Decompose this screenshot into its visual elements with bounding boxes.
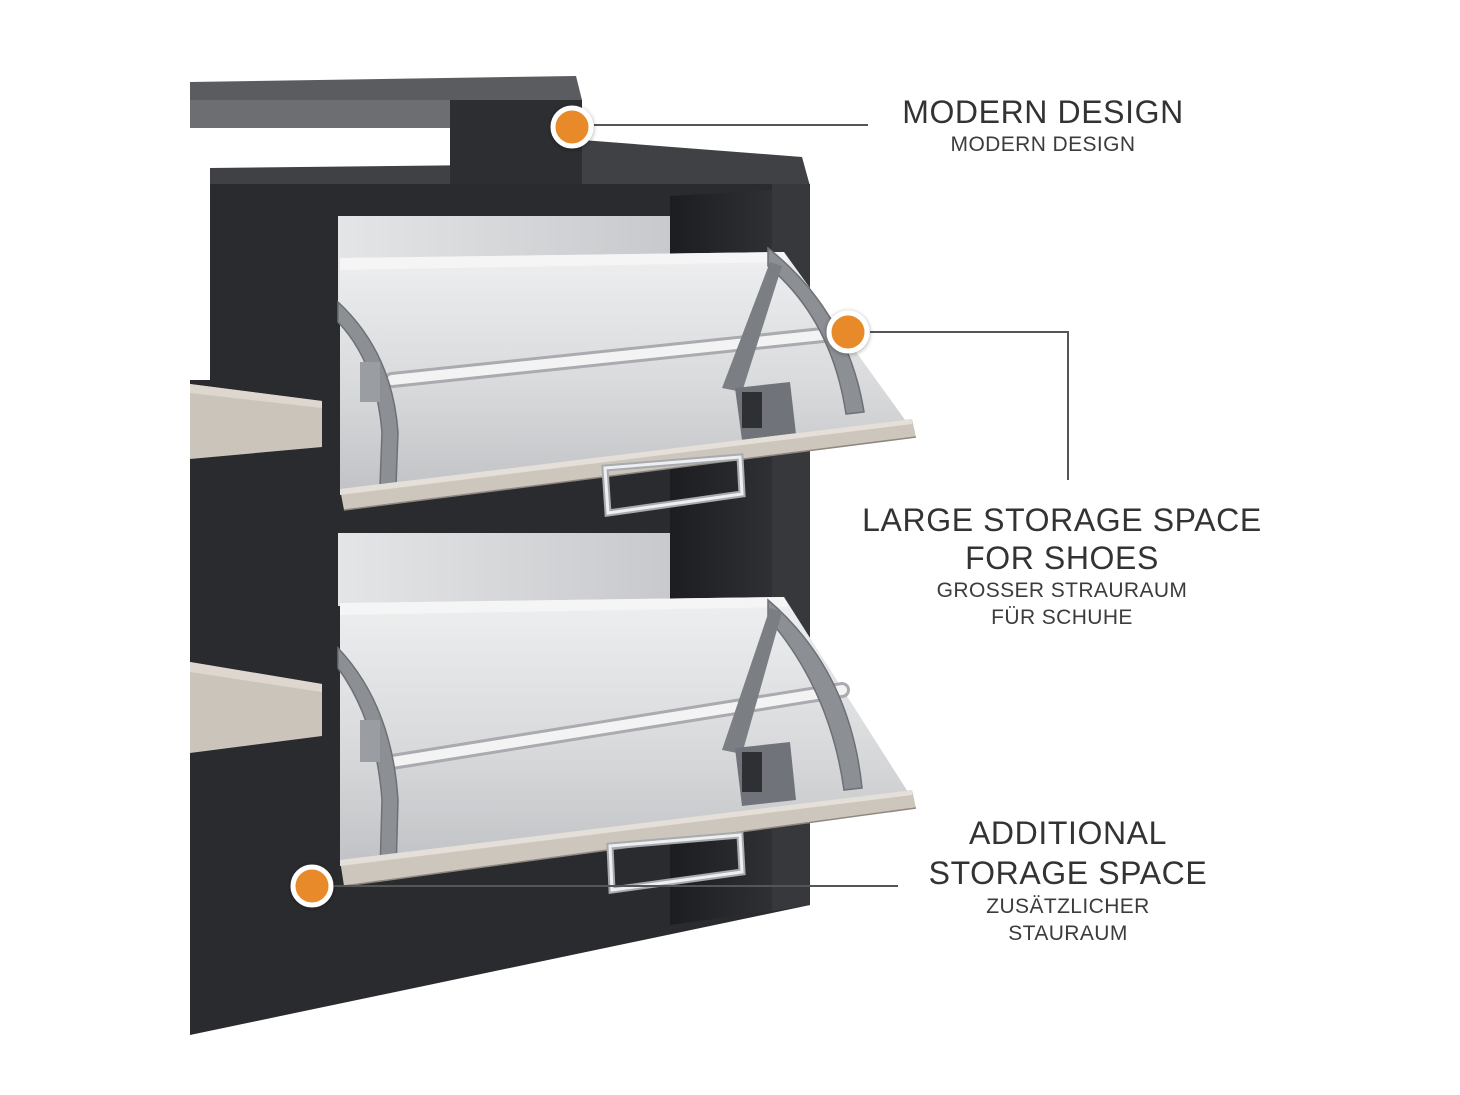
drawer-lower-hinge-cutout	[742, 752, 762, 792]
drawer-upper-right-bracket	[767, 246, 865, 415]
drawer-upper-rail	[387, 328, 847, 385]
drawer-lower-hinge-arm	[722, 608, 782, 754]
callout-additional-storage: ADDITIONAL STORAGE SPACE ZUSÄTZLICHER ST…	[828, 813, 1308, 947]
cabinet-top-surface	[210, 140, 810, 186]
drawer-upper-lip-highlight	[340, 419, 912, 495]
drawer-upper-left-plate	[360, 362, 380, 402]
drawer-upper-lip-shadow	[343, 436, 917, 511]
callout-title: FOR SHOES	[965, 540, 1159, 576]
side-shelves	[190, 384, 322, 753]
side-shelf-lower-highlight	[190, 662, 322, 692]
callout-title: MODERN DESIGN	[902, 94, 1184, 130]
callout-subtitle: ZUSÄTZLICHER	[986, 895, 1150, 918]
drawer-upper-hinge-arm	[722, 262, 782, 392]
drawer-lower-rail	[387, 685, 847, 767]
top-shelf-unit	[190, 76, 582, 186]
drawer-upper	[337, 246, 917, 517]
drawer-lower-left-plate	[360, 720, 380, 762]
callout-large-storage: LARGE STORAGE SPACE FOR SHOES GROSSER ST…	[822, 501, 1302, 631]
callout-title: STORAGE SPACE	[928, 855, 1208, 891]
callout-dot-1	[550, 105, 594, 149]
cabinet-top	[210, 140, 810, 186]
side-shelf-upper-highlight	[190, 384, 322, 408]
callout-subtitle: GROSSER STRAURAUM	[936, 579, 1188, 602]
callout-connector-2	[870, 331, 1069, 480]
drawer-lower-lip	[340, 790, 916, 886]
callout-dot-3	[290, 864, 334, 908]
drawer-upper-hinge-cutout	[742, 392, 762, 428]
callout-title: LARGE STORAGE SPACE	[862, 502, 1262, 538]
callout-subtitle: STAURAUM	[1008, 922, 1128, 945]
drawer-lower-handle-shine	[608, 833, 744, 892]
drawer-lower-lip-highlight	[340, 790, 912, 866]
callout-modern-design: MODERN DESIGN MODERN DESIGN	[803, 93, 1283, 158]
callout-dot-2	[826, 310, 870, 354]
drawer-lower-flap-edge	[340, 597, 788, 615]
cabinet-middle-back-panel	[338, 533, 670, 606]
top-shelf-board-front	[190, 100, 450, 128]
drawer-lower-right-bracket	[767, 598, 863, 791]
drawer-upper-handle-shine	[603, 455, 744, 515]
callout-title: ADDITIONAL	[968, 815, 1168, 851]
callout-subtitle: FÜR SCHUHE	[991, 606, 1133, 629]
top-shelf-board-top	[190, 76, 582, 102]
callout-dots	[290, 105, 870, 908]
callout-connectors	[334, 124, 1069, 887]
drawer-upper-flap-edge	[340, 252, 788, 270]
callout-subtitle: MODERN DESIGN	[950, 133, 1136, 156]
drawer-lower	[337, 597, 917, 894]
